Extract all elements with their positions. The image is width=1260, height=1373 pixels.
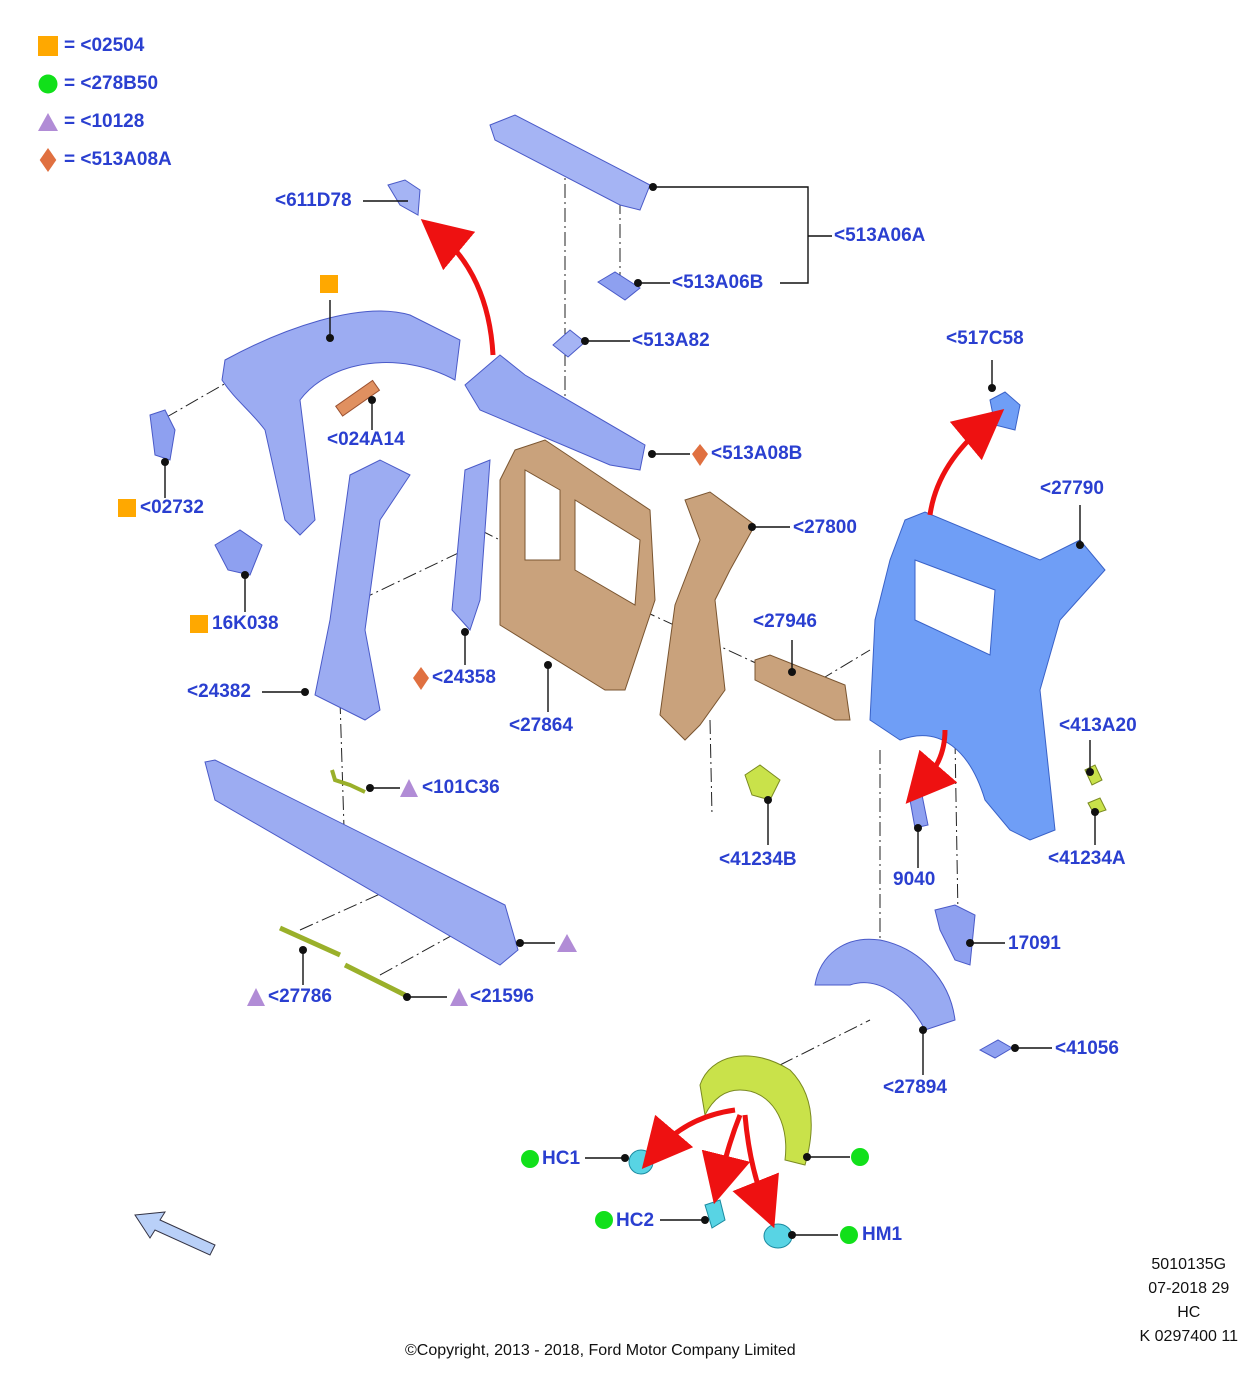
part-517c58 [989,391,1021,431]
symbol-square [320,275,338,293]
symbol-circle [521,1150,539,1168]
leader-dots [161,183,1099,1239]
part-hm1 [763,1223,793,1249]
part-27946 [754,654,851,721]
label-41234b[interactable]: <41234B [719,849,797,870]
label-41234a[interactable]: <41234A [1048,848,1126,869]
part-27786 [278,925,342,958]
legend-text: = <10128 [64,111,145,132]
label-513a08b[interactable]: <513A08B [711,443,803,464]
label-17091[interactable]: 17091 [1008,933,1061,954]
legend-text: = <278B50 [64,73,159,94]
symbol-diamond [692,444,708,466]
label-611d78[interactable]: <611D78 [275,190,352,211]
label-27790[interactable]: <27790 [1040,478,1104,499]
label-24382[interactable]: <24382 [187,681,251,702]
part-hc2 [704,1199,726,1229]
label-27786[interactable]: <27786 [268,986,332,1007]
label-16k038[interactable]: 16K038 [212,613,279,634]
part-101c36 [330,769,366,794]
label-hc1[interactable]: HC1 [542,1148,581,1169]
legend-triangle-icon [38,113,58,131]
part-16k038 [214,529,263,576]
drawing-code: HC [1177,1304,1201,1321]
part-front-pillar [221,310,461,536]
label-517c58[interactable]: <517C58 [946,328,1024,349]
red-arrows [420,218,1005,1229]
drawing-date: 07-2018 29 [1148,1280,1230,1297]
label-024a14[interactable]: <024A14 [327,429,405,450]
legend-diamond-icon [39,148,57,172]
legend-square-icon [38,36,58,56]
label-hc2[interactable]: HC2 [616,1210,655,1231]
label-02732[interactable]: <02732 [140,497,204,518]
symbol-square [190,615,208,633]
label-9040[interactable]: 9040 [893,869,936,890]
part-27800 [659,491,756,741]
part-24382 [314,459,411,721]
symbol-circle [851,1148,869,1166]
drawing-number: 5010135G [1151,1256,1227,1273]
view-direction-arrow [134,1211,216,1256]
symbol-triangle [400,779,418,797]
legend-text: = <02504 [64,35,145,56]
part-17091 [934,904,976,966]
label-24358[interactable]: <24358 [432,667,496,688]
part-roof-rail [489,114,651,211]
label-symbols [118,275,869,1244]
label-41056[interactable]: <41056 [1055,1038,1119,1059]
part-sill [204,759,519,966]
part-hc1 [628,1149,654,1175]
label-513a06b[interactable]: <513A06B [672,272,764,293]
part-24358 [451,459,491,631]
label-27864[interactable]: <27864 [509,715,573,736]
part-41056 [978,1039,1013,1059]
label-513a06a[interactable]: <513A06A [834,225,926,246]
part-wheel-liner [699,1055,812,1166]
symbol-circle [595,1211,613,1229]
label-27946[interactable]: <27946 [753,611,817,632]
label-513a82[interactable]: <513A82 [632,330,710,351]
label-21596[interactable]: <21596 [470,986,534,1007]
part-513a08b [464,354,646,471]
symbol-diamond [413,667,429,690]
part-513a82 [552,329,586,358]
label-hm1[interactable]: HM1 [862,1224,903,1245]
part-27790 [869,511,1106,841]
drawing-reference: 5010135G 07-2018 29 HC K 0297400 11 [1140,1253,1238,1349]
legend-text: = <513A08A [64,149,172,170]
part-024a14 [335,379,381,417]
part-27864 [499,439,656,691]
part-41234b [744,764,781,801]
part-21596 [343,962,407,998]
label-27894[interactable]: <27894 [883,1077,947,1098]
label-413a20[interactable]: <413A20 [1059,715,1137,736]
symbol-square [118,499,136,517]
copyright-notice: ©Copyright, 2013 - 2018, Ford Motor Comp… [405,1342,796,1359]
legend-circle-icon [38,74,58,94]
symbol-triangle [557,934,577,952]
symbol-circle [840,1226,858,1244]
leader-lines [164,186,1096,1236]
label-27800[interactable]: <27800 [793,517,857,538]
part-611d78 [387,179,421,216]
label-101c36[interactable]: <101C36 [422,777,500,798]
part-513a06b [597,271,641,301]
drawing-id: K 0297400 11 [1139,1328,1238,1345]
symbol-triangle [450,988,468,1006]
part-27894 [814,938,956,1031]
symbol-triangle [247,988,265,1006]
part-02732 [149,409,176,461]
part-9040 [909,794,929,829]
